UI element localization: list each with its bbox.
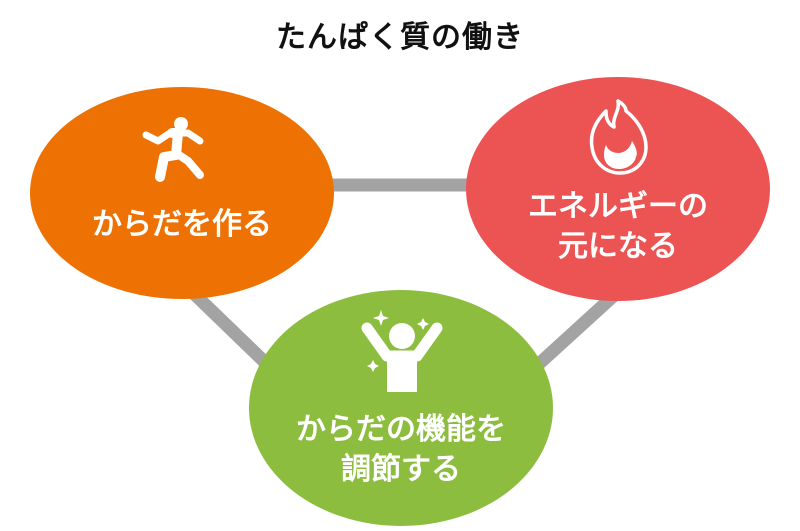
- label-line: からだの機能を: [296, 412, 506, 447]
- running-person-icon: [142, 117, 204, 182]
- label-line: からだを作る: [92, 207, 272, 242]
- label-line: 元になる: [558, 229, 678, 264]
- label-line: 調節する: [341, 452, 461, 487]
- diagram-title: たんぱく質の働き: [276, 20, 524, 55]
- connector-build-regulate: [180, 280, 280, 377]
- node-build: からだを作る: [30, 87, 334, 299]
- connector-energy-regulate: [525, 285, 625, 377]
- node-regulate: からだの機能を 調節する: [249, 290, 553, 526]
- node-energy: エネルギーの 元になる: [466, 77, 770, 301]
- node-build-label: からだを作る: [30, 205, 334, 245]
- node-regulate-label: からだの機能を 調節する: [249, 410, 553, 490]
- cheering-person-sparkle-icon: [361, 310, 443, 392]
- label-line: エネルギーの: [528, 189, 708, 224]
- node-energy-label: エネルギーの 元になる: [466, 187, 770, 267]
- flame-icon: [589, 99, 648, 175]
